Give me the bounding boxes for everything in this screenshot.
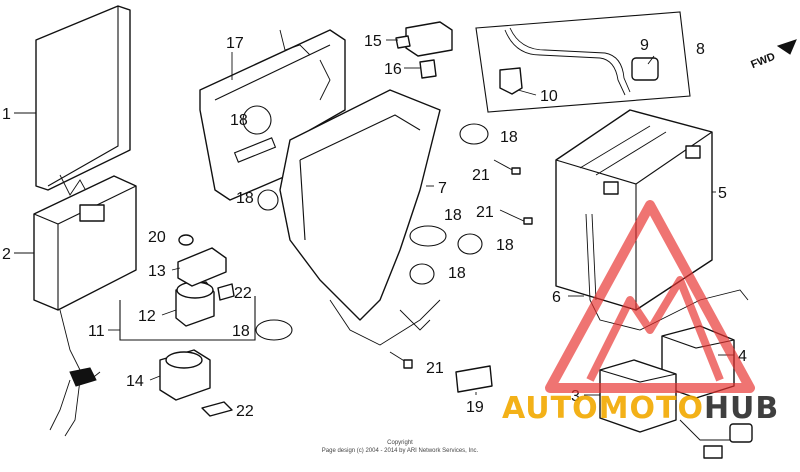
callout-14: 14 — [126, 373, 144, 390]
callout-8: 8 — [696, 41, 705, 58]
callout-21b: 21 — [476, 204, 494, 221]
part-6-vent-tube — [585, 213, 749, 331]
forward-direction-indicator: FWD — [749, 39, 797, 72]
watermark-text-part-b: HUB — [704, 391, 779, 426]
callout-numbers: 1 2 3 4 5 6 7 8 9 10 11 12 13 14 15 16 1… — [2, 33, 747, 420]
part-19-label — [455, 365, 493, 393]
callout-17: 17 — [226, 35, 244, 52]
callout-10: 10 — [540, 88, 558, 105]
copyright-line-2: Page design (c) 2004 - 2014 by ARI Netwo… — [322, 448, 479, 454]
watermark-triangle-icon — [545, 200, 755, 393]
watermark-text-part-a: AUTOMOTO — [502, 391, 704, 426]
part-2-regulator-unit — [33, 175, 137, 437]
copyright-notice: Copyright Page design (c) 2004 - 2014 by… — [322, 440, 479, 454]
part-16-clip — [419, 59, 437, 79]
watermark-text: AUTOMOTOHUB — [502, 391, 779, 426]
callout-18e: 18 — [496, 237, 514, 254]
callout-18b: 18 — [500, 129, 518, 146]
callout-3: 3 — [571, 388, 580, 405]
callout-21a: 21 — [472, 167, 490, 184]
part-20-nut — [178, 234, 194, 246]
callout-21c: 21 — [426, 360, 444, 377]
part-21-bolts — [389, 159, 533, 369]
callout-16: 16 — [384, 61, 402, 78]
callout-7: 7 — [438, 180, 447, 197]
callout-18f: 18 — [448, 265, 466, 282]
callout-13: 13 — [148, 263, 166, 280]
callout-18d: 18 — [444, 207, 462, 224]
watermark-inner-mark-icon — [586, 276, 724, 382]
callout-4: 4 — [738, 348, 747, 365]
part-17-battery-bracket — [199, 29, 346, 201]
watermark-logo: AUTOMOTOHUB — [502, 200, 779, 426]
part-14-horn-relay — [159, 349, 211, 401]
part-15-relay — [395, 21, 453, 57]
callout-11: 11 — [88, 323, 105, 340]
callout-12: 12 — [138, 308, 156, 325]
callout-22b: 22 — [236, 403, 254, 420]
callout-18a: 18 — [230, 112, 248, 129]
leader-lines — [14, 39, 734, 396]
callout-22a: 22 — [234, 285, 252, 302]
fwd-label: FWD — [749, 51, 777, 72]
callout-18g: 18 — [232, 323, 250, 340]
part-18-grommets — [255, 123, 489, 341]
callout-15: 15 — [364, 33, 382, 50]
callout-5: 5 — [718, 185, 727, 202]
callout-20: 20 — [148, 229, 166, 246]
callout-9: 9 — [640, 37, 649, 54]
part-5-battery — [555, 109, 713, 311]
copyright-line-1: Copyright — [387, 440, 413, 446]
callout-6: 6 — [552, 289, 561, 306]
part-11-sub-assembly — [119, 247, 256, 341]
part-22-fuse-clip — [201, 401, 233, 417]
part-1-control-unit — [35, 5, 131, 199]
callout-2: 2 — [2, 246, 11, 263]
callout-1: 1 — [2, 106, 11, 123]
part-7-battery-tray — [279, 89, 441, 346]
part-8-cable-assembly-box — [475, 11, 691, 113]
callout-18c: 18 — [236, 190, 254, 207]
callout-19: 19 — [466, 399, 484, 416]
part-3-starter-relay — [599, 359, 753, 459]
